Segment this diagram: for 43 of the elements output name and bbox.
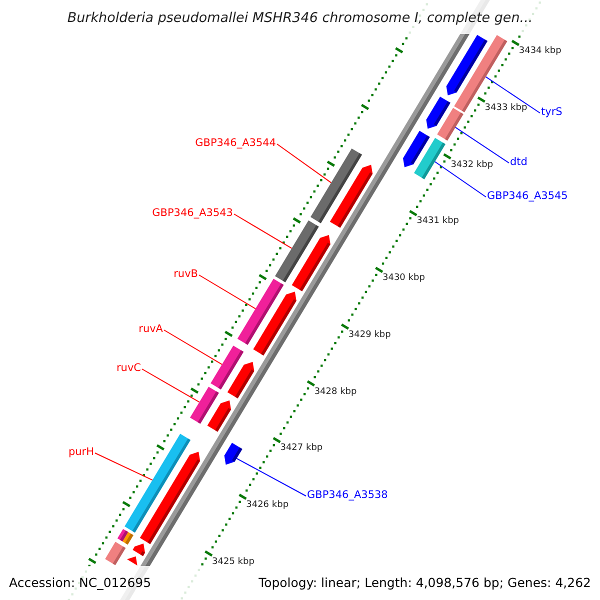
leader-line (234, 214, 292, 249)
footer-text: Topology: linear; Length: 4,098,576 bp; Genes: 4,262 (258, 575, 591, 590)
leader-line (94, 452, 153, 481)
cds-feature (224, 442, 242, 465)
gene-label: dtd (510, 156, 528, 168)
cds-feature (207, 400, 231, 432)
scale-label: 3431 kbp (416, 215, 459, 228)
leader-line (236, 458, 306, 496)
gene-feature (454, 35, 508, 112)
scale-label: 3430 kbp (382, 272, 425, 284)
scale-label: 3427 kbp (280, 442, 323, 454)
footer-text: Accession: NC_012695 (9, 575, 152, 590)
gene-label: purH (68, 446, 94, 458)
leader-line (276, 144, 332, 184)
gene-feature (105, 542, 126, 566)
cds-feature (132, 544, 145, 556)
scale-label: 3432 kbp (450, 158, 494, 171)
leader-line (142, 368, 200, 403)
scale-label: 3426 kbp (246, 499, 289, 512)
cds-feature (292, 235, 330, 292)
gene-label: GBP346_A3538 (307, 489, 388, 501)
gene-feature (437, 108, 464, 141)
scale-label: 3434 kbp (518, 45, 562, 58)
scale-label: 3428 kbp (314, 386, 357, 398)
gene-label: ruvB (174, 268, 198, 280)
cds-feature (140, 452, 200, 544)
leader-line (485, 76, 540, 114)
gene-feature (122, 532, 134, 545)
scale-label: 3433 kbp (484, 102, 528, 114)
gene-feature (414, 138, 446, 180)
gene-label: GBP346_A3544 (195, 137, 276, 149)
cds-feature (253, 292, 296, 356)
scale-label: 3425 kbp (212, 556, 254, 568)
leader-line (434, 161, 486, 198)
cds-feature (330, 164, 373, 228)
gene-label: ruvA (138, 323, 163, 335)
map-title: Burkholderia pseudomallei MSHR346 chromosome I, complete gen... (66, 10, 534, 26)
scale-label: 3429 kbp (348, 328, 391, 341)
gene-label: GBP346_A3545 (487, 190, 568, 202)
gene-label: GBP346_A3543 (152, 207, 233, 219)
cds-feature (227, 362, 254, 398)
gene-label: ruvC (116, 362, 141, 374)
gene-label: tyrS (541, 106, 562, 118)
